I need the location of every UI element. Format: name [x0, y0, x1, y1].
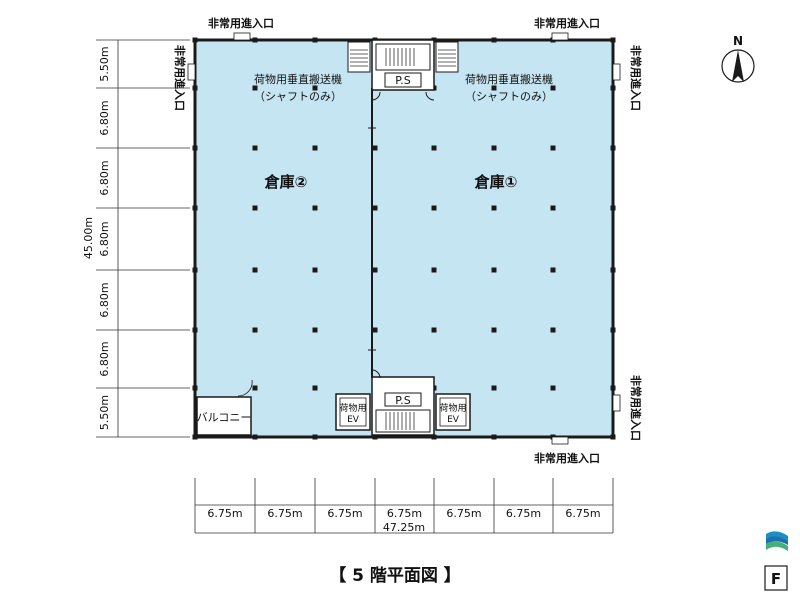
perimeter-doors	[187, 32, 621, 445]
column-marker	[491, 385, 497, 391]
column-marker	[550, 145, 556, 151]
floor-title: 【 5 階平面図 】	[329, 565, 461, 586]
column-marker	[550, 267, 556, 273]
lift-left-label: 荷物用垂直搬送機	[254, 72, 342, 86]
column-marker	[431, 205, 437, 211]
horizontal-dimension-label: 6.75m	[207, 507, 242, 520]
balcony: バルコニー	[196, 379, 253, 436]
horizontal-dimension-label: 6.75m	[387, 507, 422, 520]
column-marker	[491, 205, 497, 211]
horizontal-dimension-label: 6.75m	[446, 507, 481, 520]
horizontal-total-dimension: 47.25m	[383, 521, 425, 534]
lift-shaft-right	[435, 41, 459, 73]
lift-right-sub: （シャフトのみ）	[465, 90, 553, 103]
column-marker	[372, 327, 378, 333]
ev-left-label-bottom: EV	[347, 415, 360, 425]
vertical-dimension-label: 6.80m	[98, 160, 111, 195]
vertical-dimension: 5.50m 6.80m 6.80m 6.80m 6.80m 6.80m 5.50m 45.0…	[82, 39, 190, 438]
column-marker	[312, 267, 318, 273]
lift-right-label: 荷物用垂直搬送機	[465, 72, 553, 86]
column-marker	[252, 267, 258, 273]
compass-north-icon: N	[721, 34, 755, 83]
column-marker	[252, 385, 258, 391]
column-marker	[312, 145, 318, 151]
column-marker	[431, 327, 437, 333]
lift-shaft-left	[347, 41, 371, 73]
horizontal-dimension: 6.75m 6.75m 6.75m 6.75m 6.75m 6.75m 6.75m 47.2…	[194, 478, 614, 534]
column-marker	[312, 205, 318, 211]
emergency-entrance-bottom: 非常用進入口	[534, 451, 600, 465]
horizontal-dimension-label: 6.75m	[565, 507, 600, 520]
column-marker	[252, 145, 258, 151]
emergency-entrance-top-right: 非常用進入口	[534, 16, 600, 30]
emergency-entrance-right-top: 非常用進入口	[629, 45, 643, 111]
emergency-entrance-left: 非常用進入口	[173, 45, 187, 111]
column-marker	[252, 205, 258, 211]
column-marker	[312, 85, 318, 91]
building-floor	[195, 40, 613, 437]
vertical-dimension-label: 6.80m	[98, 341, 111, 376]
ps-label-bottom: P.S	[395, 394, 410, 407]
vertical-dimension-label: 6.80m	[98, 100, 111, 135]
column-marker	[550, 385, 556, 391]
column-marker	[372, 205, 378, 211]
column-marker	[431, 267, 437, 273]
column-marker	[550, 327, 556, 333]
warehouse-1-label: 倉庫①	[474, 173, 518, 191]
ev-right-label-bottom: EV	[447, 415, 460, 425]
column-marker	[491, 327, 497, 333]
horizontal-dimension-label: 6.75m	[267, 507, 302, 520]
floor-badge-letter: F	[771, 570, 781, 588]
balcony-label: バルコニー	[197, 411, 252, 424]
lift-left-sub: （シャフトのみ）	[254, 90, 342, 103]
horizontal-dimension-label: 6.75m	[506, 507, 541, 520]
column-marker	[491, 85, 497, 91]
ev-left-label-top: 荷物用	[339, 402, 366, 414]
brand-logo-icon	[764, 530, 788, 554]
column-marker	[372, 145, 378, 151]
column-marker	[252, 327, 258, 333]
vertical-dimension-label: 6.80m	[98, 282, 111, 317]
vertical-dimension-label: 6.80m	[98, 221, 111, 256]
top-core: P.S	[371, 39, 435, 101]
ps-label-top: P.S	[395, 74, 410, 87]
vertical-dimension-label: 5.50m	[98, 46, 111, 81]
elevator-right: 荷物用 EV	[435, 393, 471, 431]
emergency-entrance-top-left: 非常用進入口	[208, 16, 274, 30]
column-marker	[252, 85, 258, 91]
compass-label: N	[733, 34, 743, 48]
column-marker	[550, 205, 556, 211]
warehouse-2-label: 倉庫②	[264, 173, 308, 191]
horizontal-dimension-label: 6.75m	[327, 507, 362, 520]
column-marker	[550, 85, 556, 91]
bottom-core: P.S	[371, 369, 435, 436]
column-marker	[372, 267, 378, 273]
ev-right-label-top: 荷物用	[439, 402, 466, 414]
vertical-dimension-label: 5.50m	[98, 395, 111, 430]
column-marker	[312, 385, 318, 391]
vertical-total-dimension: 45.00m	[82, 217, 95, 259]
column-marker	[491, 267, 497, 273]
elevator-left: 荷物用 EV	[335, 393, 371, 431]
column-marker	[431, 145, 437, 151]
column-marker	[312, 327, 318, 333]
floor-badge-icon: F	[764, 565, 788, 591]
emergency-entrance-right-bottom: 非常用進入口	[629, 375, 643, 441]
column-marker	[491, 145, 497, 151]
